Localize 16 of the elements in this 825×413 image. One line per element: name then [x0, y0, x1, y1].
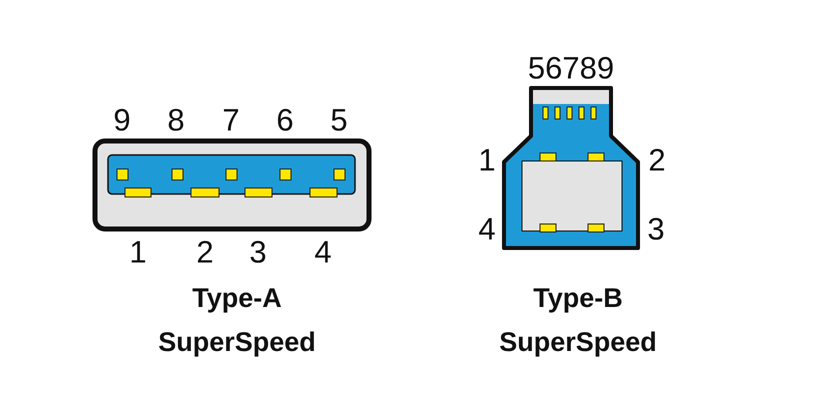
pin-number: 3	[647, 214, 665, 244]
pin-number: 1	[129, 236, 147, 268]
pin-number: 9	[113, 104, 131, 136]
pin-number: 8	[167, 104, 185, 136]
connector-caption: Type-A SuperSpeed	[157, 282, 317, 359]
pin-number: 4	[478, 214, 496, 244]
pin-numbers: 56789	[528, 52, 614, 84]
pin-number: 6	[276, 104, 294, 136]
pin-number: 2	[196, 236, 214, 268]
pin-number: 1	[478, 144, 496, 176]
pin-number: 3	[249, 236, 267, 268]
pin-number: 5	[330, 104, 348, 136]
pin-number: 4	[314, 236, 332, 268]
pin-number: 2	[648, 144, 666, 176]
pin-number: 7	[222, 104, 240, 136]
connector-caption: Type-B SuperSpeed	[498, 282, 658, 359]
